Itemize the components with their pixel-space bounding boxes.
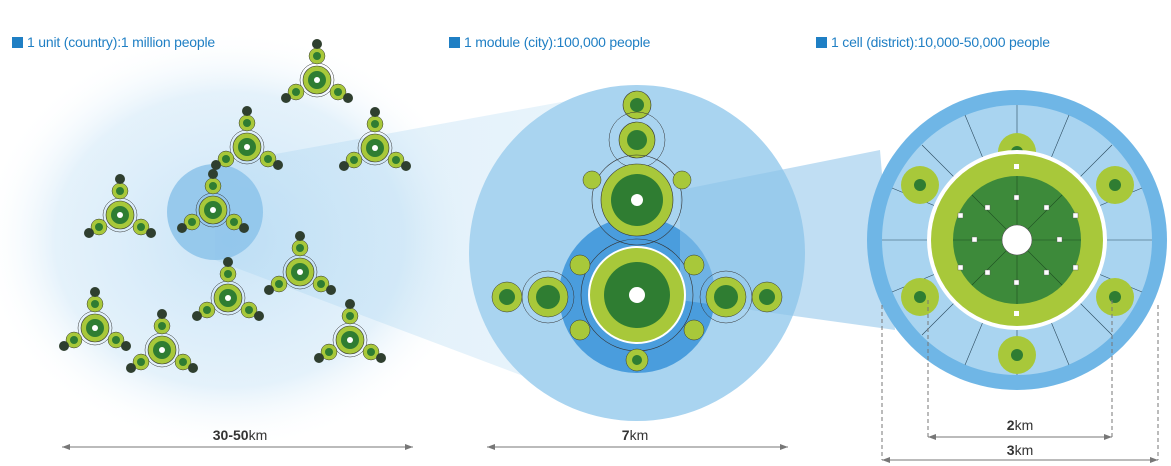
legend-square-icon bbox=[12, 36, 23, 48]
legend-label: cell (district): bbox=[842, 34, 918, 50]
dim-number: 30-50 bbox=[212, 427, 249, 443]
dim-label-unit: 30-50km bbox=[190, 427, 290, 443]
legend-cell: 1 cell (district):10,000-50,000 people bbox=[816, 34, 1050, 50]
legend-count: 1 bbox=[464, 34, 472, 50]
cell-center bbox=[1001, 224, 1033, 256]
dim-unit: km bbox=[1014, 442, 1034, 458]
legend-label: unit (country): bbox=[38, 34, 121, 50]
legend-value: 100,000 people bbox=[556, 34, 651, 50]
dim-number: 7 bbox=[621, 427, 630, 443]
legend-value: 10,000-50,000 people bbox=[917, 34, 1050, 50]
legend-count: 1 bbox=[27, 34, 35, 50]
dim-unit: km bbox=[1014, 417, 1034, 433]
cell-plots bbox=[957, 194, 1079, 286]
legend-unit: 1 unit (country):1 million people bbox=[12, 34, 215, 50]
dim-label-cell-inner: 2km bbox=[990, 417, 1050, 433]
dimension-arrows bbox=[62, 434, 1158, 463]
cell-view bbox=[867, 90, 1167, 390]
legend-count: 1 bbox=[831, 34, 839, 50]
dim-label-module: 7km bbox=[605, 427, 665, 443]
legend-module: 1 module (city):100,000 people bbox=[449, 34, 650, 50]
legend-label: module (city): bbox=[475, 34, 557, 50]
dim-unit: km bbox=[629, 427, 649, 443]
dim-number: 3 bbox=[1006, 442, 1015, 458]
legend-square-icon bbox=[449, 36, 460, 48]
legend-value: 1 million people bbox=[120, 34, 215, 50]
dim-unit: km bbox=[248, 427, 268, 443]
legend-square-icon bbox=[816, 36, 827, 48]
cell-ring-markers bbox=[1014, 164, 1019, 316]
module-view bbox=[469, 85, 895, 421]
dim-number: 2 bbox=[1006, 417, 1015, 433]
dimension-lines bbox=[62, 300, 1159, 461]
dim-label-cell-outer: 3km bbox=[990, 442, 1050, 458]
